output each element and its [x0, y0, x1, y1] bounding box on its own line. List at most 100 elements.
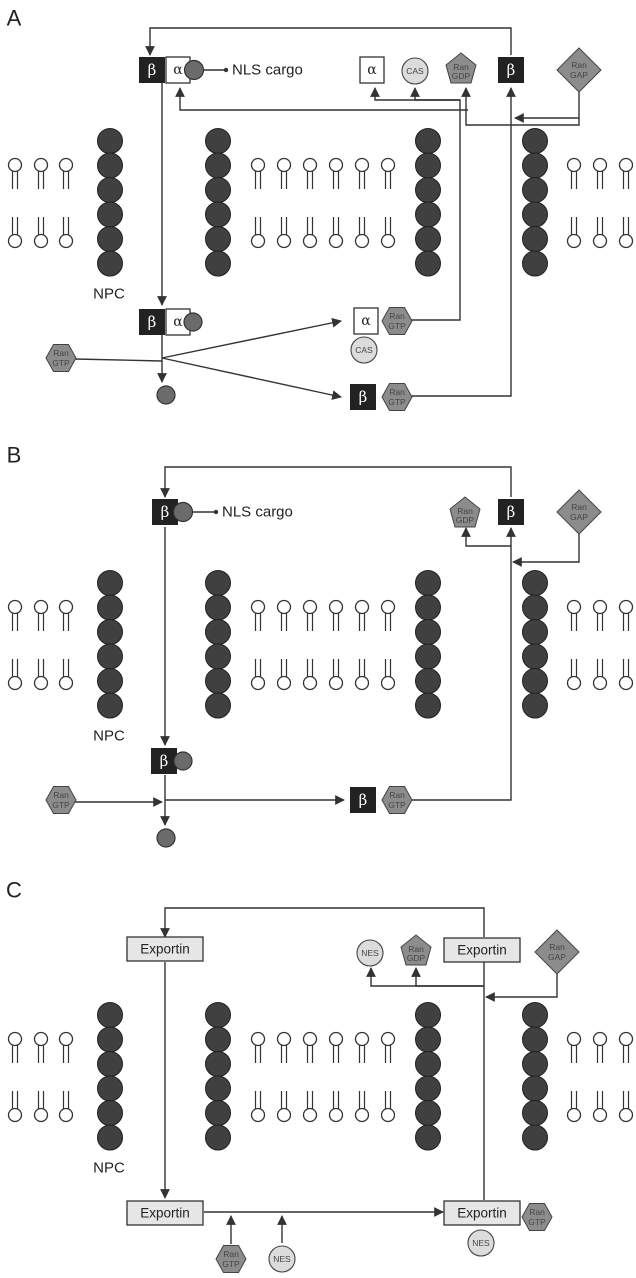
- lipid-head: [618, 233, 634, 249]
- ran-gtp-sub: GTP: [388, 800, 406, 810]
- exportin-label: Exportin: [457, 943, 507, 958]
- npc-subunit: [415, 177, 441, 203]
- npc-subunit: [97, 594, 123, 621]
- cas-label: CAS: [406, 66, 424, 76]
- ran-gdp-ran: Ran: [457, 506, 473, 516]
- molecule-shapes: [45, 47, 602, 1273]
- importin-beta: [151, 748, 177, 774]
- npc-subunit: [205, 1100, 231, 1126]
- npc-subunit: [205, 1026, 231, 1053]
- npc-subunit: [415, 668, 441, 694]
- nls-cargo: [173, 751, 193, 771]
- lipid-head: [33, 599, 49, 615]
- nes-label: NES: [273, 1254, 291, 1264]
- npc-subunit: [205, 1075, 231, 1102]
- ran-gap: [556, 47, 602, 93]
- exportin-label: Exportin: [140, 942, 190, 957]
- lipid-head: [566, 599, 582, 615]
- nuclear-pore-complexes: [97, 128, 548, 1151]
- lipid-head: [276, 675, 292, 691]
- importin-alpha-label: α: [361, 313, 371, 329]
- ran-gtp-ran: Ran: [389, 311, 405, 321]
- npc-subunit: [522, 152, 548, 179]
- ran-gdp: [449, 496, 481, 528]
- importin-beta-label: β: [148, 313, 157, 331]
- arrow-gap-beta-b: [512, 534, 580, 567]
- npc-subunit: [415, 1124, 441, 1151]
- npc-subunit: [97, 619, 123, 645]
- lipid-head: [33, 1107, 49, 1123]
- npc-subunit: [205, 570, 231, 596]
- npc-subunit: [522, 594, 548, 621]
- npc-subunit: [522, 1051, 548, 1077]
- lipid-head: [380, 233, 396, 249]
- npc-subunit: [415, 619, 441, 645]
- cas: [401, 57, 429, 85]
- importin-alpha-label: α: [173, 62, 183, 78]
- npc-subunit: [415, 1075, 441, 1102]
- arrows: [74, 27, 580, 1244]
- lipid-head: [33, 1031, 49, 1047]
- npc-subunit: [415, 692, 441, 719]
- npc-subunit: [415, 250, 441, 277]
- lipid-head: [302, 233, 318, 249]
- npc-subunit: [522, 128, 548, 154]
- lipid-head: [328, 233, 344, 249]
- importin-beta-label: β: [160, 752, 169, 770]
- nls-cargo: [156, 385, 176, 405]
- npc-subunit: [522, 250, 548, 277]
- cas-label: CAS: [355, 345, 373, 355]
- lipid-head: [618, 599, 634, 615]
- lipid-head: [250, 1031, 266, 1047]
- cargo-dot: [223, 67, 229, 73]
- lipid-head: [592, 157, 608, 173]
- ran-gtp-sub: GTP: [528, 1217, 546, 1227]
- npc-subunit: [205, 177, 231, 203]
- ran-gdp-ran: Ran: [408, 944, 424, 954]
- npc-subunit: [205, 250, 231, 277]
- nes: [268, 1245, 296, 1273]
- npc-subunit: [97, 570, 123, 596]
- npc-label: NPC: [93, 1160, 125, 1177]
- nes: [356, 939, 384, 967]
- npc-subunit: [415, 1100, 441, 1126]
- ran-gap: [534, 929, 580, 975]
- lipid-head: [7, 1107, 23, 1123]
- lipid-head: [328, 599, 344, 615]
- ran-gtp-ran: Ran: [53, 348, 69, 358]
- npc-subunit: [97, 226, 123, 252]
- lipid-head: [566, 1031, 582, 1047]
- arrow-gdp-c: [411, 967, 484, 987]
- npc-subunit: [415, 1026, 441, 1053]
- importin-beta-label: β: [148, 61, 157, 79]
- lipid-head: [618, 1107, 634, 1123]
- npc-subunit: [205, 692, 231, 719]
- npc-subunit: [205, 619, 231, 645]
- nls-cargo-label: NLS cargo: [222, 504, 293, 521]
- lipid-head: [33, 157, 49, 173]
- lipid-head: [592, 1031, 608, 1047]
- lipid-head: [302, 599, 318, 615]
- lipid-head: [58, 1107, 74, 1123]
- npc-subunit: [97, 1026, 123, 1053]
- lipid-head: [592, 233, 608, 249]
- exportin-label: Exportin: [457, 1206, 507, 1221]
- npc-subunit: [97, 668, 123, 694]
- npc-subunit: [522, 570, 548, 596]
- lipid-head: [380, 1107, 396, 1123]
- lipid-head: [354, 599, 370, 615]
- ran-gtp-sub: GTP: [52, 800, 70, 810]
- npc-subunit: [205, 1124, 231, 1151]
- ran-gtp-ran: Ran: [53, 790, 69, 800]
- lipid-head: [592, 675, 608, 691]
- lipid-head: [566, 233, 582, 249]
- ran-gtp: [381, 383, 413, 411]
- arrow-alpha-release-a: [370, 87, 460, 101]
- npc-subunit: [415, 1002, 441, 1028]
- arrow-beta-return-b: [160, 466, 512, 498]
- npc-subunit: [205, 226, 231, 252]
- npc-subunit: [522, 226, 548, 252]
- lipid-head: [618, 1031, 634, 1047]
- lipid-head: [276, 233, 292, 249]
- membranes: [7, 157, 634, 1123]
